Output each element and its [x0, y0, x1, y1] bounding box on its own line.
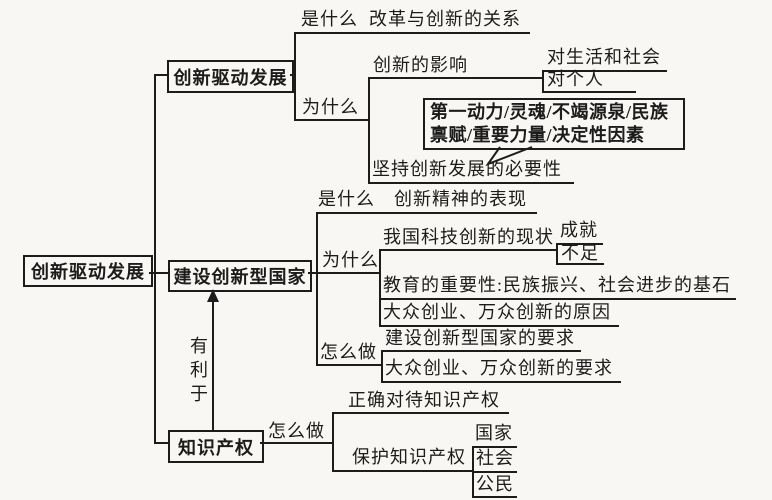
nation-why-label: 为什么: [322, 250, 379, 270]
reason-underline: [379, 325, 619, 327]
root-to-nation-line: [149, 272, 169, 274]
branch-ip-label: 知识产权: [178, 437, 254, 458]
attitude-text: 正确对待知识产权: [348, 390, 500, 410]
innovation-why-bracket-line: [368, 77, 370, 184]
nation-why-bracket-line: [379, 249, 381, 327]
ip-how-label: 怎么做: [268, 421, 325, 441]
nation-why-line: [316, 272, 381, 274]
branch-innovation-label: 创新驱动发展: [173, 67, 288, 88]
shortage-text: 不足: [561, 243, 599, 263]
nation-what-text: 创新精神的表现: [394, 189, 527, 209]
spine-line: [154, 74, 156, 444]
status-bracket-line: [556, 243, 558, 265]
requirement-nation-underline: [381, 350, 581, 352]
achievement-underline: [556, 243, 603, 245]
necessity-text: 坚持创新发展的必要性: [372, 159, 562, 179]
branch-nation-label: 建设创新型国家: [173, 267, 307, 287]
nation-bracket-line: [316, 212, 318, 366]
innovation-bracket-line: [294, 32, 296, 121]
root-node-box: 创新驱动发展: [23, 255, 153, 287]
branch-innovation-box: 创新驱动发展: [167, 60, 294, 93]
impact-bracket-line: [542, 70, 544, 93]
innovation-what-label: 是什么: [301, 9, 358, 29]
impact-society-text: 对生活和社会: [547, 47, 661, 67]
benefit-arrow-line: [212, 298, 214, 430]
callout-line1: 第一动力/灵魂/不竭源泉/民族: [430, 102, 669, 122]
state-underline: [472, 446, 517, 448]
innovation-what-underline: [294, 32, 530, 34]
spine-to-innovation-line: [154, 74, 168, 76]
ip-how-line: [260, 442, 333, 444]
society-underline: [472, 471, 517, 473]
impact-individual-text: 对个人: [547, 69, 604, 89]
citizen-underline: [472, 496, 517, 498]
education-underline: [379, 298, 736, 300]
branch-ip-box: 知识产权: [168, 430, 264, 463]
driving-force-callout-box: 第一动力/灵魂/不竭源泉/民族 禀赋/重要力量/决定性因素: [423, 98, 685, 150]
protect-line: [332, 470, 473, 472]
protect-label: 保护知识产权: [352, 447, 466, 467]
reason-text: 大众创业、万众创新的原因: [383, 302, 611, 322]
nation-what-underline: [316, 212, 537, 214]
spine-to-ip-line: [154, 442, 169, 444]
requirement-nation-text: 建设创新型国家的要求: [385, 328, 575, 348]
requirement-entre-text: 大众创业、万众创新的要求: [385, 358, 613, 378]
impact-society-underline: [542, 70, 667, 72]
ip-bracket-line: [332, 412, 334, 472]
nation-what-label: 是什么: [318, 189, 375, 209]
innovation-what-text: 改革与创新的关系: [369, 9, 521, 29]
nation-how-label: 怎么做: [320, 342, 377, 362]
shortage-underline: [556, 263, 604, 265]
attitude-underline: [332, 412, 509, 414]
innovation-why-line: [294, 119, 370, 121]
status-label: 我国科技创新的现状: [383, 227, 554, 247]
achievement-text: 成就: [560, 220, 598, 240]
callout-line2: 禀赋/重要力量/决定性因素: [430, 125, 645, 145]
protect-state-text: 国家: [475, 423, 513, 443]
nation-bracket-tick: [308, 272, 318, 274]
impact-label: 创新的影响: [373, 55, 468, 75]
impact-individual-underline: [542, 91, 636, 93]
impact-line: [368, 77, 544, 79]
protect-citizen-text: 公民: [476, 474, 514, 494]
protect-society-text: 社会: [476, 448, 514, 468]
status-line: [379, 249, 558, 251]
benefit-arrow-label: 有利于: [188, 336, 208, 408]
necessity-underline: [368, 182, 574, 184]
innovation-bracket-tick: [290, 74, 296, 76]
nation-how-bracket-line: [381, 350, 383, 383]
innovation-why-label: 为什么: [302, 97, 359, 117]
nation-how-line: [316, 364, 382, 366]
requirement-entre-underline: [381, 381, 621, 383]
root-node-label: 创新驱动发展: [31, 262, 145, 282]
branch-nation-box: 建设创新型国家: [168, 260, 312, 292]
education-text: 教育的重要性:民族振兴、社会进步的基石: [383, 275, 731, 295]
